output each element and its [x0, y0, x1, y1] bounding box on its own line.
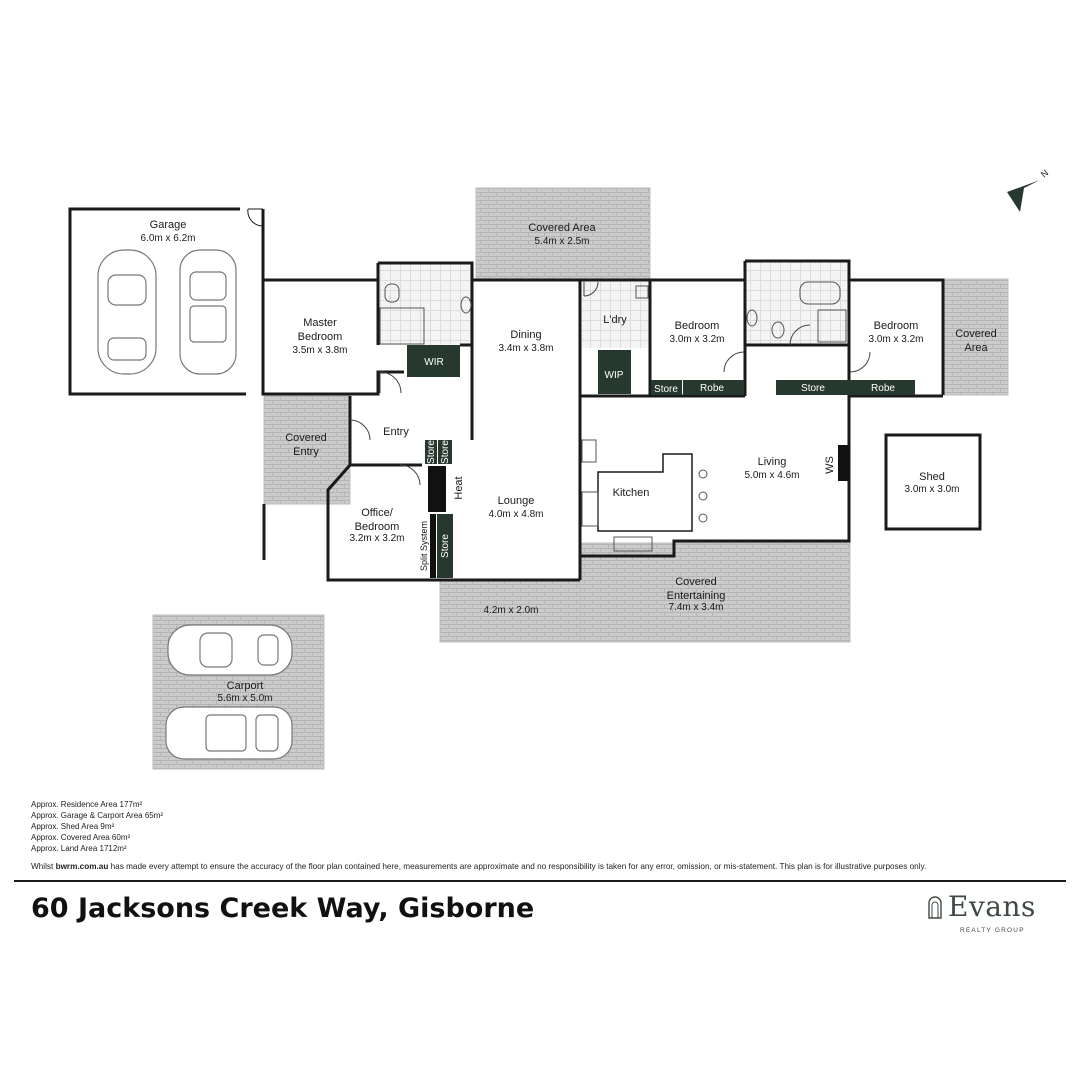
agency-logo: Evans REALTY GROUP [926, 890, 1051, 938]
carport-label: Carport [227, 680, 264, 692]
living-label: Living [758, 456, 787, 468]
wip-label: WIP [605, 370, 624, 381]
shed [884, 433, 982, 531]
area-notes: Approx. Residence Area 177m² Approx. Gar… [31, 799, 163, 854]
store-right-label: Store [801, 383, 825, 394]
car-icon [97, 249, 157, 375]
disclaimer: Whilst bwrm.com.au has made every attemp… [31, 862, 926, 871]
logo-arch-icon [928, 896, 942, 919]
kitchen-label: Kitchen [613, 487, 650, 499]
deck-area [439, 579, 581, 643]
logo-name: Evans [948, 890, 1036, 923]
divider [14, 880, 1066, 882]
store-b-label: Store [440, 440, 451, 464]
entry-label: Entry [383, 426, 409, 438]
robe-right-label: Robe [871, 383, 895, 394]
logo-tagline: REALTY GROUP [960, 927, 1025, 934]
disclaimer-text: has made every attempt to ensure the acc… [108, 862, 927, 871]
north-arrow-icon: N [1007, 168, 1050, 212]
car-icon [167, 624, 293, 676]
office-dim: 3.2m x 3.2m [349, 533, 404, 544]
covered-entertaining-dim: 7.4m x 3.4m [668, 602, 723, 613]
store-a-label: Store [426, 440, 437, 464]
covered-entry-area [263, 395, 351, 505]
living-dim: 5.0m x 4.6m [744, 470, 799, 481]
store-c-label: Store [440, 534, 451, 558]
covered-area-right [943, 278, 1009, 396]
bedroom3-label: Bedroom [874, 320, 919, 332]
master-bedroom-label-2: Bedroom [298, 331, 343, 343]
area-note: Approx. Covered Area 60m² [31, 833, 131, 842]
covered-area-right-label-2: Area [964, 342, 988, 354]
area-note: Approx. Garage & Carport Area 65m² [31, 811, 164, 820]
shed-label: Shed [919, 471, 945, 483]
lounge-label: Lounge [498, 495, 535, 507]
covered-area-top-label: Covered Area [528, 222, 596, 234]
property-address: 60 Jacksons Creek Way, Gisborne [31, 893, 535, 924]
house-walls [261, 259, 945, 582]
wir-label: WIR [424, 357, 443, 368]
wood-stove [838, 445, 849, 481]
heater [428, 466, 446, 512]
covered-area-top [475, 187, 651, 281]
split-system-unit [430, 514, 436, 578]
garage-label: Garage [150, 219, 187, 231]
bedroom2-dim: 3.0m x 3.2m [669, 334, 724, 345]
master-bedroom-label-1: Master [303, 317, 337, 329]
shed-dim: 3.0m x 3.0m [904, 484, 959, 495]
covered-entry-label-2: Entry [293, 446, 319, 458]
ws-label: WS [824, 456, 836, 474]
covered-area-right-label-1: Covered [955, 328, 997, 340]
carport-dim: 5.6m x 5.0m [217, 693, 272, 704]
fixtures [379, 281, 847, 552]
robe-left-label: Robe [700, 383, 724, 394]
car-icon [165, 706, 293, 760]
store-left-label: Store [654, 384, 678, 395]
deck-dim: 4.2m x 2.0m [483, 605, 538, 616]
joinery [407, 345, 915, 578]
dining-label: Dining [510, 329, 541, 341]
bedroom3-dim: 3.0m x 3.2m [868, 334, 923, 345]
garage-dim: 6.0m x 6.2m [140, 233, 195, 244]
ensuite-tiles [378, 263, 472, 345]
office-label-1: Office/ [361, 507, 394, 519]
split-system-label: Split System [419, 521, 429, 571]
bedroom2-label: Bedroom [675, 320, 720, 332]
compass-label: N [1039, 168, 1050, 180]
heat-label: Heat [453, 476, 465, 499]
covered-entertaining-area [579, 542, 851, 643]
lounge-dim: 4.0m x 4.8m [488, 509, 543, 520]
disclaimer-site: bwrm.com.au [55, 862, 109, 871]
dining-dim: 3.4m x 3.8m [498, 343, 553, 354]
covered-entertaining-label-2: Entertaining [667, 590, 726, 602]
area-note: Approx. Residence Area 177m² [31, 800, 143, 809]
car-icon [179, 249, 237, 375]
covered-entertaining-label-1: Covered [675, 576, 717, 588]
disclaimer-prefix: Whilst [31, 862, 56, 871]
laundry-label: L'dry [603, 314, 627, 326]
area-note: Approx. Land Area 1712m² [31, 844, 127, 853]
area-note: Approx. Shed Area 9m² [31, 822, 115, 831]
covered-entry-label-1: Covered [285, 432, 327, 444]
bathroom-tiles [746, 262, 848, 344]
office-label-2: Bedroom [355, 521, 400, 533]
covered-area-top-dim: 5.4m x 2.5m [534, 236, 589, 247]
master-bedroom-dim: 3.5m x 3.8m [292, 345, 347, 356]
